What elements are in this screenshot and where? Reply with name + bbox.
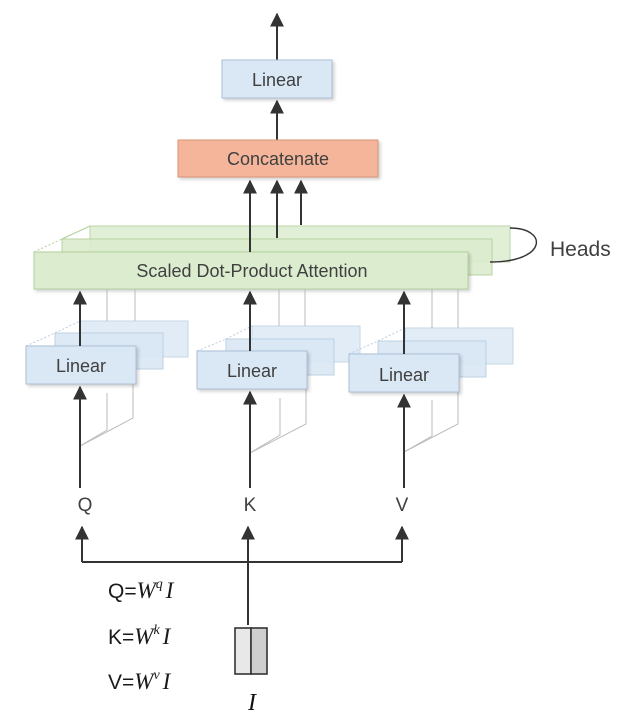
input-k-label: K bbox=[244, 495, 257, 516]
linear-v-label: Linear bbox=[379, 365, 429, 385]
input-q-label: Q bbox=[78, 495, 93, 516]
linear-box-k: Linear bbox=[196, 350, 308, 390]
input-v-label: V bbox=[396, 495, 409, 516]
attention-stack: Scaled Dot-Product Attention bbox=[33, 225, 511, 290]
linear-q-label: Linear bbox=[56, 356, 106, 376]
attention-label: Scaled Dot-Product Attention bbox=[136, 261, 367, 281]
heads-bracket bbox=[489, 227, 537, 263]
input-matrix-icon bbox=[234, 627, 268, 675]
linear-box-v: Linear bbox=[348, 353, 460, 393]
linear-k-label: Linear bbox=[227, 361, 277, 381]
head-branch-lines bbox=[79, 289, 459, 454]
concatenate-box: Concatenate bbox=[177, 139, 379, 178]
heads-label: Heads bbox=[550, 238, 611, 261]
linear-box-q: Linear bbox=[25, 345, 137, 385]
input-matrix-label: I bbox=[247, 690, 257, 716]
output-linear-label: Linear bbox=[252, 70, 302, 90]
concatenate-label: Concatenate bbox=[227, 149, 329, 169]
output-linear-box: Linear bbox=[221, 59, 333, 99]
input-distribution bbox=[75, 525, 409, 625]
